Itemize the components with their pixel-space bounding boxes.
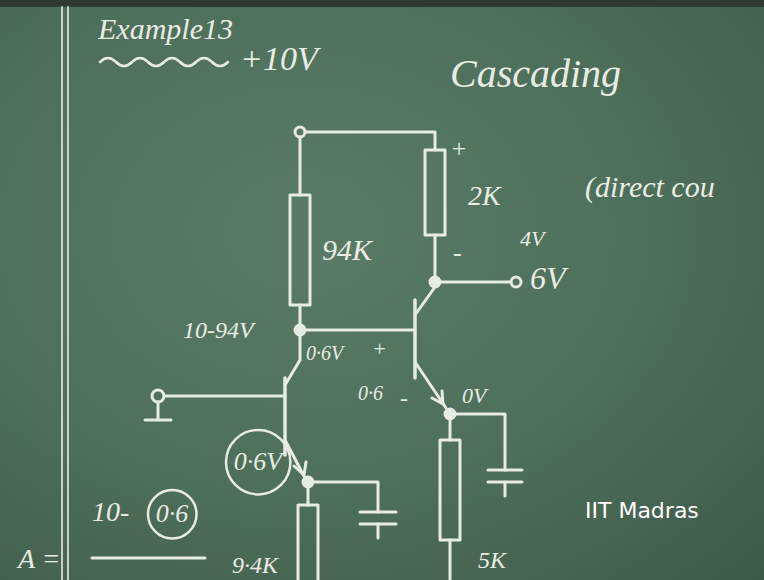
wire [307,487,310,505]
wire [299,137,302,195]
output-terminal [511,277,521,287]
chalk-label: +10V [240,40,318,77]
transistor-collector [415,287,435,315]
wire [313,482,378,512]
circle-outline-path [226,430,290,494]
label-holder: Example13 [98,14,233,44]
label-holder: 0V [462,385,486,407]
resistor-symbol [440,440,460,540]
circled-text: 0·6 [156,501,189,527]
wire [449,540,452,580]
board-margin-line [61,7,63,580]
chalk-label: + [372,336,387,361]
fraction-bar [92,557,205,560]
chalk-label: - [453,238,462,267]
wire [164,395,285,398]
label-holder: IIT Madras [585,500,699,522]
label-holder: + [372,338,387,360]
capacitor-symbol [360,512,396,524]
label-holder: + [450,136,468,162]
wire [504,482,507,496]
chalk-label: (direct cou [585,170,715,203]
board-margin-line [67,7,69,580]
resistor-symbol [425,150,445,235]
circled-value: 0·6 [146,488,199,541]
chalk-label: 0·6V [306,342,343,364]
label-holder: 0·6V [306,343,343,364]
label-holder: 2K [468,182,501,210]
wire [434,235,437,278]
wavy-underline [100,58,228,66]
wire [305,132,435,150]
chalk-label: 6V [530,260,566,296]
label-holder: +10V [240,42,318,76]
label-holder: 6V [530,262,566,294]
label-holder: 0·6 [358,383,383,404]
wire [440,281,511,284]
chalk-label: + [450,134,468,163]
chalk-label: 0V [462,383,486,408]
label-holder: 9·4K [232,553,278,577]
chalk-label: 94K [322,233,372,266]
wire [377,524,380,538]
wire [449,419,452,440]
circled-value: 0·6V [224,428,292,496]
chalk-label: - [400,385,408,411]
label-holder: A = [18,545,61,573]
chalk-label: 10-94V [183,317,254,343]
chalk-label: 10- [92,496,129,527]
wire [305,329,415,332]
chalk-label: Example13 [98,12,233,45]
resistor-symbol [290,195,310,305]
wire [455,414,505,470]
input-terminal [152,390,164,402]
board-frame [0,0,764,7]
transistor-emitter [415,362,446,408]
label-holder: Cascading [450,54,621,94]
label-holder: 5K [478,548,506,572]
chalk-label: 9·4K [232,552,278,578]
label-holder: (direct cou [585,172,715,202]
circled-text: 0·6V [234,449,282,475]
label-holder: 10- [92,498,129,526]
transistor-collector [285,335,300,385]
watermark: IIT Madras [585,498,699,523]
capacitor-symbol [488,470,522,482]
label-holder: 10-94V [183,318,254,342]
emitter-arrow [432,391,443,404]
resistor-symbol [298,505,318,580]
chalk-label: Cascading [450,51,621,96]
chalk-label: A = [18,543,61,574]
chalk-label: 5K [478,547,506,573]
label-holder: - [400,386,408,410]
chalk-label: 4V [520,226,544,251]
ground-symbol [145,402,171,420]
chalk-label: 2K [468,180,501,211]
label-holder: - [453,240,462,266]
emitter-arrow [294,462,306,475]
chalk-label: 0·6 [358,382,383,404]
label-holder: 4V [520,228,544,250]
label-holder: 94K [322,235,372,265]
circle-outline-path [148,490,197,539]
wire [299,305,302,326]
